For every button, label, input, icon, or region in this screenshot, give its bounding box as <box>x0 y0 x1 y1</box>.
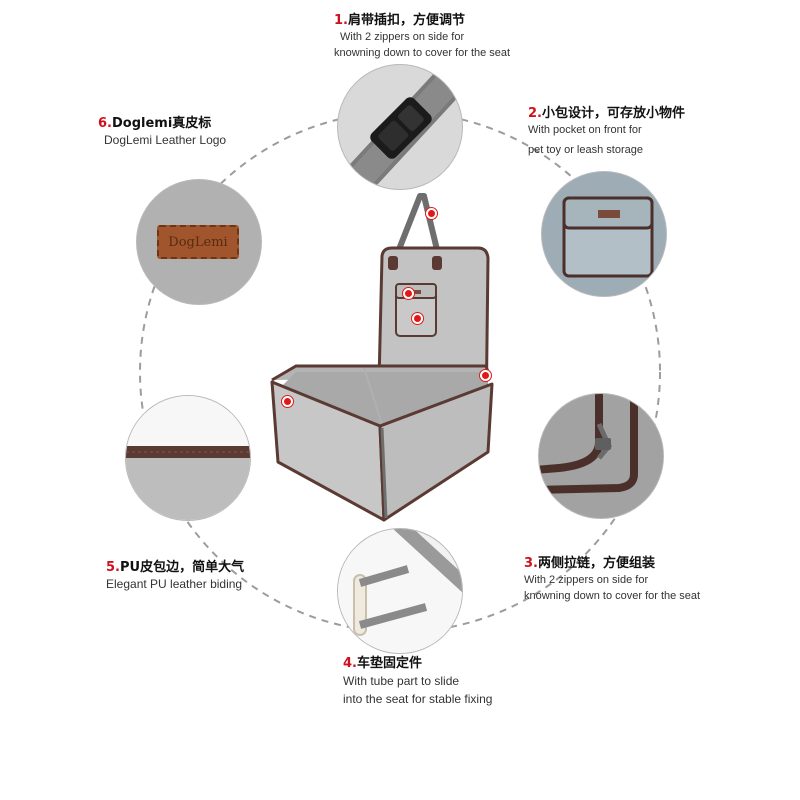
hotspot-logo[interactable] <box>403 288 414 299</box>
leather-logo-patch: DogLemi <box>157 225 239 259</box>
detail-circle-strap-buckle <box>337 64 463 190</box>
callout-line: Elegant PU leather biding <box>106 577 243 591</box>
hotspot-strap-buckle[interactable] <box>426 208 437 219</box>
detail-circle-leather-logo: DogLemi <box>136 179 262 305</box>
hotspot-leather-binding[interactable] <box>282 396 293 407</box>
buckle-icon <box>338 65 462 189</box>
detail-circle-pocket <box>541 171 667 297</box>
callout-2: 2.小包设计，可存放小物件 With pocket on front for p… <box>528 106 685 158</box>
hotspot-pocket[interactable] <box>412 313 423 324</box>
callout-line: With 2 zippers on side for <box>524 574 649 586</box>
callout-line: With tube part to slide <box>343 674 460 688</box>
callout-1: 1.肩带插扣，方便调节 With 2 zippers on side for k… <box>334 13 510 61</box>
callout-4: 4.车垫固定件 With tube part to slide into the… <box>343 656 492 708</box>
detail-circle-fixing-tube <box>337 528 463 654</box>
callout-number: 6. <box>98 116 112 131</box>
logo-patch-text: DogLemi <box>168 234 228 250</box>
detail-circle-zipper <box>538 393 664 519</box>
callout-number: 3. <box>524 556 538 571</box>
callout-number: 5. <box>106 560 120 575</box>
callout-title: 肩带插扣，方便调节 <box>347 13 465 28</box>
callout-title: 车垫固定件 <box>356 656 422 671</box>
callout-3: 3.两侧拉链，方便组装 With 2 zippers on side for k… <box>524 556 700 604</box>
detail-circle-leather-binding <box>125 395 251 521</box>
pocket-icon <box>562 196 654 278</box>
fixing-tube-icon <box>338 529 462 653</box>
callout-6: 6.Doglemi真皮标 DogLemi Leather Logo <box>98 116 226 148</box>
callout-line: knowning down to cover for the seat <box>524 590 701 602</box>
zipper-icon <box>539 394 638 494</box>
callout-number: 2. <box>528 106 542 121</box>
callout-title: 小包设计，可存放小物件 <box>541 106 685 121</box>
hotspot-zipper[interactable] <box>480 370 491 381</box>
callout-line: knowning down to cover for the seat <box>334 47 511 59</box>
callout-line: into the seat for stable fixing <box>343 692 493 706</box>
leather-binding-icon <box>126 396 250 520</box>
callout-5: 5.PU皮包边，简单大气 Elegant PU leather biding <box>106 560 244 592</box>
callout-number: 4. <box>343 656 357 671</box>
callout-line: pet toy or leash storage <box>528 144 643 156</box>
callout-title: 两侧拉链，方便组装 <box>537 556 655 571</box>
callout-line: With 2 zippers on side for <box>340 31 465 43</box>
callout-number: 1. <box>334 13 348 28</box>
callout-title: Doglemi真皮标 <box>111 116 212 131</box>
callout-title: PU皮包边，简单大气 <box>119 560 245 575</box>
callout-line: DogLemi Leather Logo <box>104 133 227 147</box>
callout-line: With pocket on front for <box>528 124 642 136</box>
